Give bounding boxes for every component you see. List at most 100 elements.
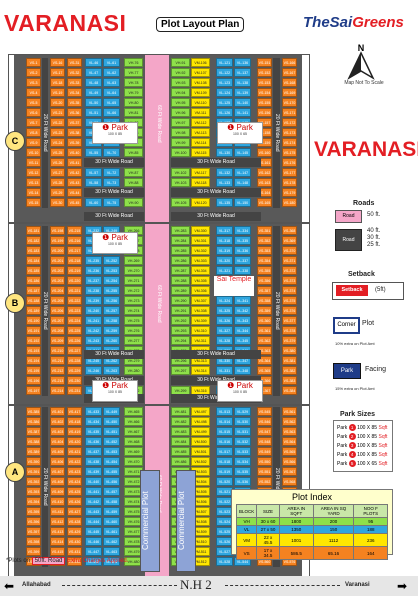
brand-suffix: Greens [352, 14, 404, 31]
plot: VS-207 [50, 316, 65, 325]
plot: VS-211 [50, 356, 65, 365]
plot: VH-96 [171, 108, 190, 117]
plot: VL-260 [103, 336, 120, 345]
plot: VS-222 [67, 296, 82, 305]
plot: VM-310 [191, 326, 210, 335]
plot: VS-21 [50, 108, 65, 117]
plot: VS-417 [67, 407, 82, 416]
plot: VH-290 [171, 296, 190, 305]
index-cell: 30 x 60 [256, 517, 280, 526]
plot: VL-135 [216, 198, 233, 207]
park-label: ❶ Park [227, 123, 253, 132]
plot: VH-294 [171, 336, 190, 345]
plot: VH-271 [124, 276, 143, 285]
plot: VS-20 [50, 98, 65, 107]
plot: VS-414 [50, 537, 65, 546]
plot: VL-320 [216, 256, 233, 265]
plot: VL-241 [85, 316, 102, 325]
road-30-horizontal-left: 30 Ft Wide Road [84, 188, 144, 197]
park-size-row: Park 3 100 X 85 Sqft [337, 442, 387, 449]
plot: VS-17 [50, 68, 65, 77]
plot: VS-379 [282, 336, 297, 345]
plot: VS-36 [67, 108, 82, 117]
plot: VS-391 [26, 467, 41, 476]
road-30-horizontal-left: 30 Ft Wide Road [84, 212, 144, 221]
plot: VM-303 [191, 256, 210, 265]
plot: VS-550 [257, 457, 272, 466]
section-b-frame [8, 222, 310, 406]
plot: VS-398 [26, 537, 41, 546]
plot: VL-255 [103, 286, 120, 295]
plot: VS-18 [50, 78, 65, 87]
plot: VS-9 [26, 138, 41, 147]
index-cell: 1350 [278, 525, 314, 534]
plot: VM-111 [191, 108, 210, 117]
plot: VL-530 [234, 417, 251, 426]
plot: VS-355 [257, 266, 272, 275]
plot: VL-515 [216, 427, 233, 436]
plot: VS-401 [50, 407, 65, 416]
index-cell: 188 [353, 525, 388, 534]
plot: VS-205 [50, 296, 65, 305]
plot: VL-441 [85, 487, 102, 496]
plot: VL-514 [216, 417, 233, 426]
plot: VL-121 [216, 58, 233, 67]
plot: VS-44 [67, 188, 82, 197]
plot: VL-237 [85, 276, 102, 285]
plot: VS-231 [67, 386, 82, 395]
plot: VM-109 [191, 88, 210, 97]
road-chip-grey: Road [335, 229, 362, 251]
plot: VM-308 [191, 306, 210, 315]
plot: VS-30 [50, 198, 65, 207]
plot: VS-408 [50, 477, 65, 486]
plot: VS-4 [26, 88, 41, 97]
plot: VL-517 [216, 447, 233, 456]
plot: VS-230 [67, 376, 82, 385]
plot: VS-422 [67, 457, 82, 466]
plot: VH-95 [171, 98, 190, 107]
plot: VH-283 [171, 226, 190, 235]
plot: VH-486 [171, 457, 190, 466]
plot: VS-194 [26, 356, 41, 365]
plot: VH-79 [124, 88, 143, 97]
index-cell: 1001 [278, 533, 314, 547]
plot: VL-141 [234, 108, 251, 117]
plot: VL-455 [103, 467, 120, 476]
plot: VS-547 [257, 427, 272, 436]
plot: VS-186 [26, 276, 41, 285]
park-size: 100 X 85 [107, 242, 122, 246]
plot: VL-133 [216, 178, 233, 187]
plot: VS-42 [67, 168, 82, 177]
plot: VS-410 [50, 497, 65, 506]
park-number-badge: 3 [348, 442, 356, 449]
plot: VS-190 [26, 316, 41, 325]
plot: VM-113 [191, 128, 210, 137]
plot: VH-289 [171, 286, 190, 295]
plot: VL-326 [216, 316, 233, 325]
section-c-marker: C [5, 131, 25, 151]
plot: VH-270 [124, 266, 143, 275]
plot: VL-338 [234, 266, 251, 275]
plot: VS-565 [282, 447, 297, 456]
plot: VS-40 [67, 148, 82, 157]
plot: VL-531 [234, 427, 251, 436]
plot: VS-14 [26, 188, 41, 197]
plot: VS-178 [282, 178, 297, 187]
plot: VM-309 [191, 316, 210, 325]
plot: VS-352 [257, 236, 272, 245]
plot: VL-342 [234, 306, 251, 315]
plot: VS-25 [50, 148, 65, 157]
plot: VS-183 [26, 246, 41, 255]
plot: VL-126 [216, 108, 233, 117]
plot: VS-8 [26, 128, 41, 137]
plot: VS-362 [257, 336, 272, 345]
plot: VL-446 [85, 537, 102, 546]
plot: VS-35 [67, 98, 82, 107]
side-city-title: VARANASI [314, 138, 418, 161]
plot: VS-369 [282, 236, 297, 245]
park-number-badge: 5 [348, 460, 356, 467]
plot: VS-545 [257, 407, 272, 416]
plot: VL-319 [216, 246, 233, 255]
